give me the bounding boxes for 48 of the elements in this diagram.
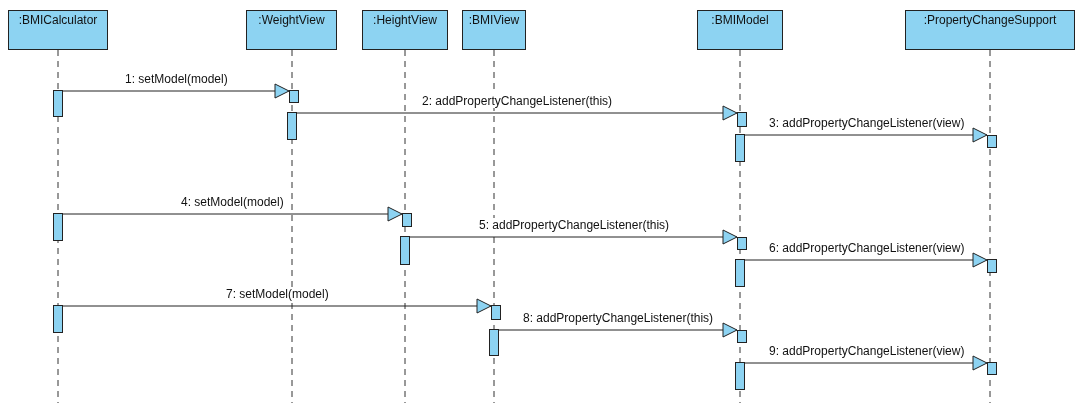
- message-label: 8: addPropertyChangeListener(this): [521, 311, 716, 325]
- message-arrow: [409, 229, 738, 245]
- activation-bar: [289, 90, 299, 103]
- activation-bar: [987, 362, 997, 375]
- lifeline-name: :BMICalculator: [18, 13, 98, 27]
- activation-bar: [735, 362, 745, 390]
- message-arrow: [62, 206, 403, 222]
- message-arrow: [62, 298, 492, 314]
- activation-bar: [737, 112, 747, 127]
- message-arrow: [744, 127, 988, 143]
- message-label: 3: addPropertyChangeListener(view): [767, 116, 967, 130]
- activation-bar: [402, 213, 412, 227]
- activation-bar: [400, 236, 410, 265]
- activation-bar: [735, 259, 745, 287]
- activation-bar: [987, 259, 997, 273]
- activation-bar: [987, 135, 997, 148]
- lifeline-header: [905, 10, 1075, 50]
- message-arrow: [296, 105, 738, 121]
- lifeline-name: :HeightView: [373, 13, 437, 27]
- message-arrow: [62, 83, 290, 99]
- activation-bar: [737, 237, 747, 250]
- activation-bar: [489, 329, 499, 356]
- activation-bar: [53, 90, 63, 117]
- lifeline-header: [246, 10, 337, 50]
- activation-bar: [53, 305, 63, 333]
- activation-bar: [53, 213, 63, 241]
- message-label: 4: setModel(model): [179, 195, 286, 209]
- activation-bar: [735, 134, 745, 162]
- message-label: 9: addPropertyChangeListener(view): [767, 344, 967, 358]
- activation-bar: [287, 112, 297, 140]
- lifeline-name: :BMIModel: [711, 13, 769, 27]
- message-label: 5: addPropertyChangeListener(this): [477, 218, 672, 232]
- activation-bar: [737, 330, 747, 343]
- message-arrow: [744, 355, 988, 371]
- message-label: 1: setModel(model): [123, 72, 230, 86]
- message-label: 6: addPropertyChangeListener(view): [767, 241, 967, 255]
- message-arrow: [744, 252, 988, 268]
- activation-bar: [491, 305, 501, 320]
- lifeline-header: [697, 10, 783, 50]
- message-arrow: [498, 322, 738, 338]
- lifeline-name: :PropertyChangeSupport: [923, 13, 1057, 27]
- lifeline-header: [8, 10, 108, 50]
- lifeline-name: :WeightView: [258, 13, 325, 27]
- lifeline-header: [462, 10, 526, 50]
- lifeline-header: [362, 10, 448, 50]
- message-label: 2: addPropertyChangeListener(this): [420, 94, 615, 108]
- lifeline-name: :BMIView: [468, 13, 520, 27]
- message-label: 7: setModel(model): [224, 287, 331, 301]
